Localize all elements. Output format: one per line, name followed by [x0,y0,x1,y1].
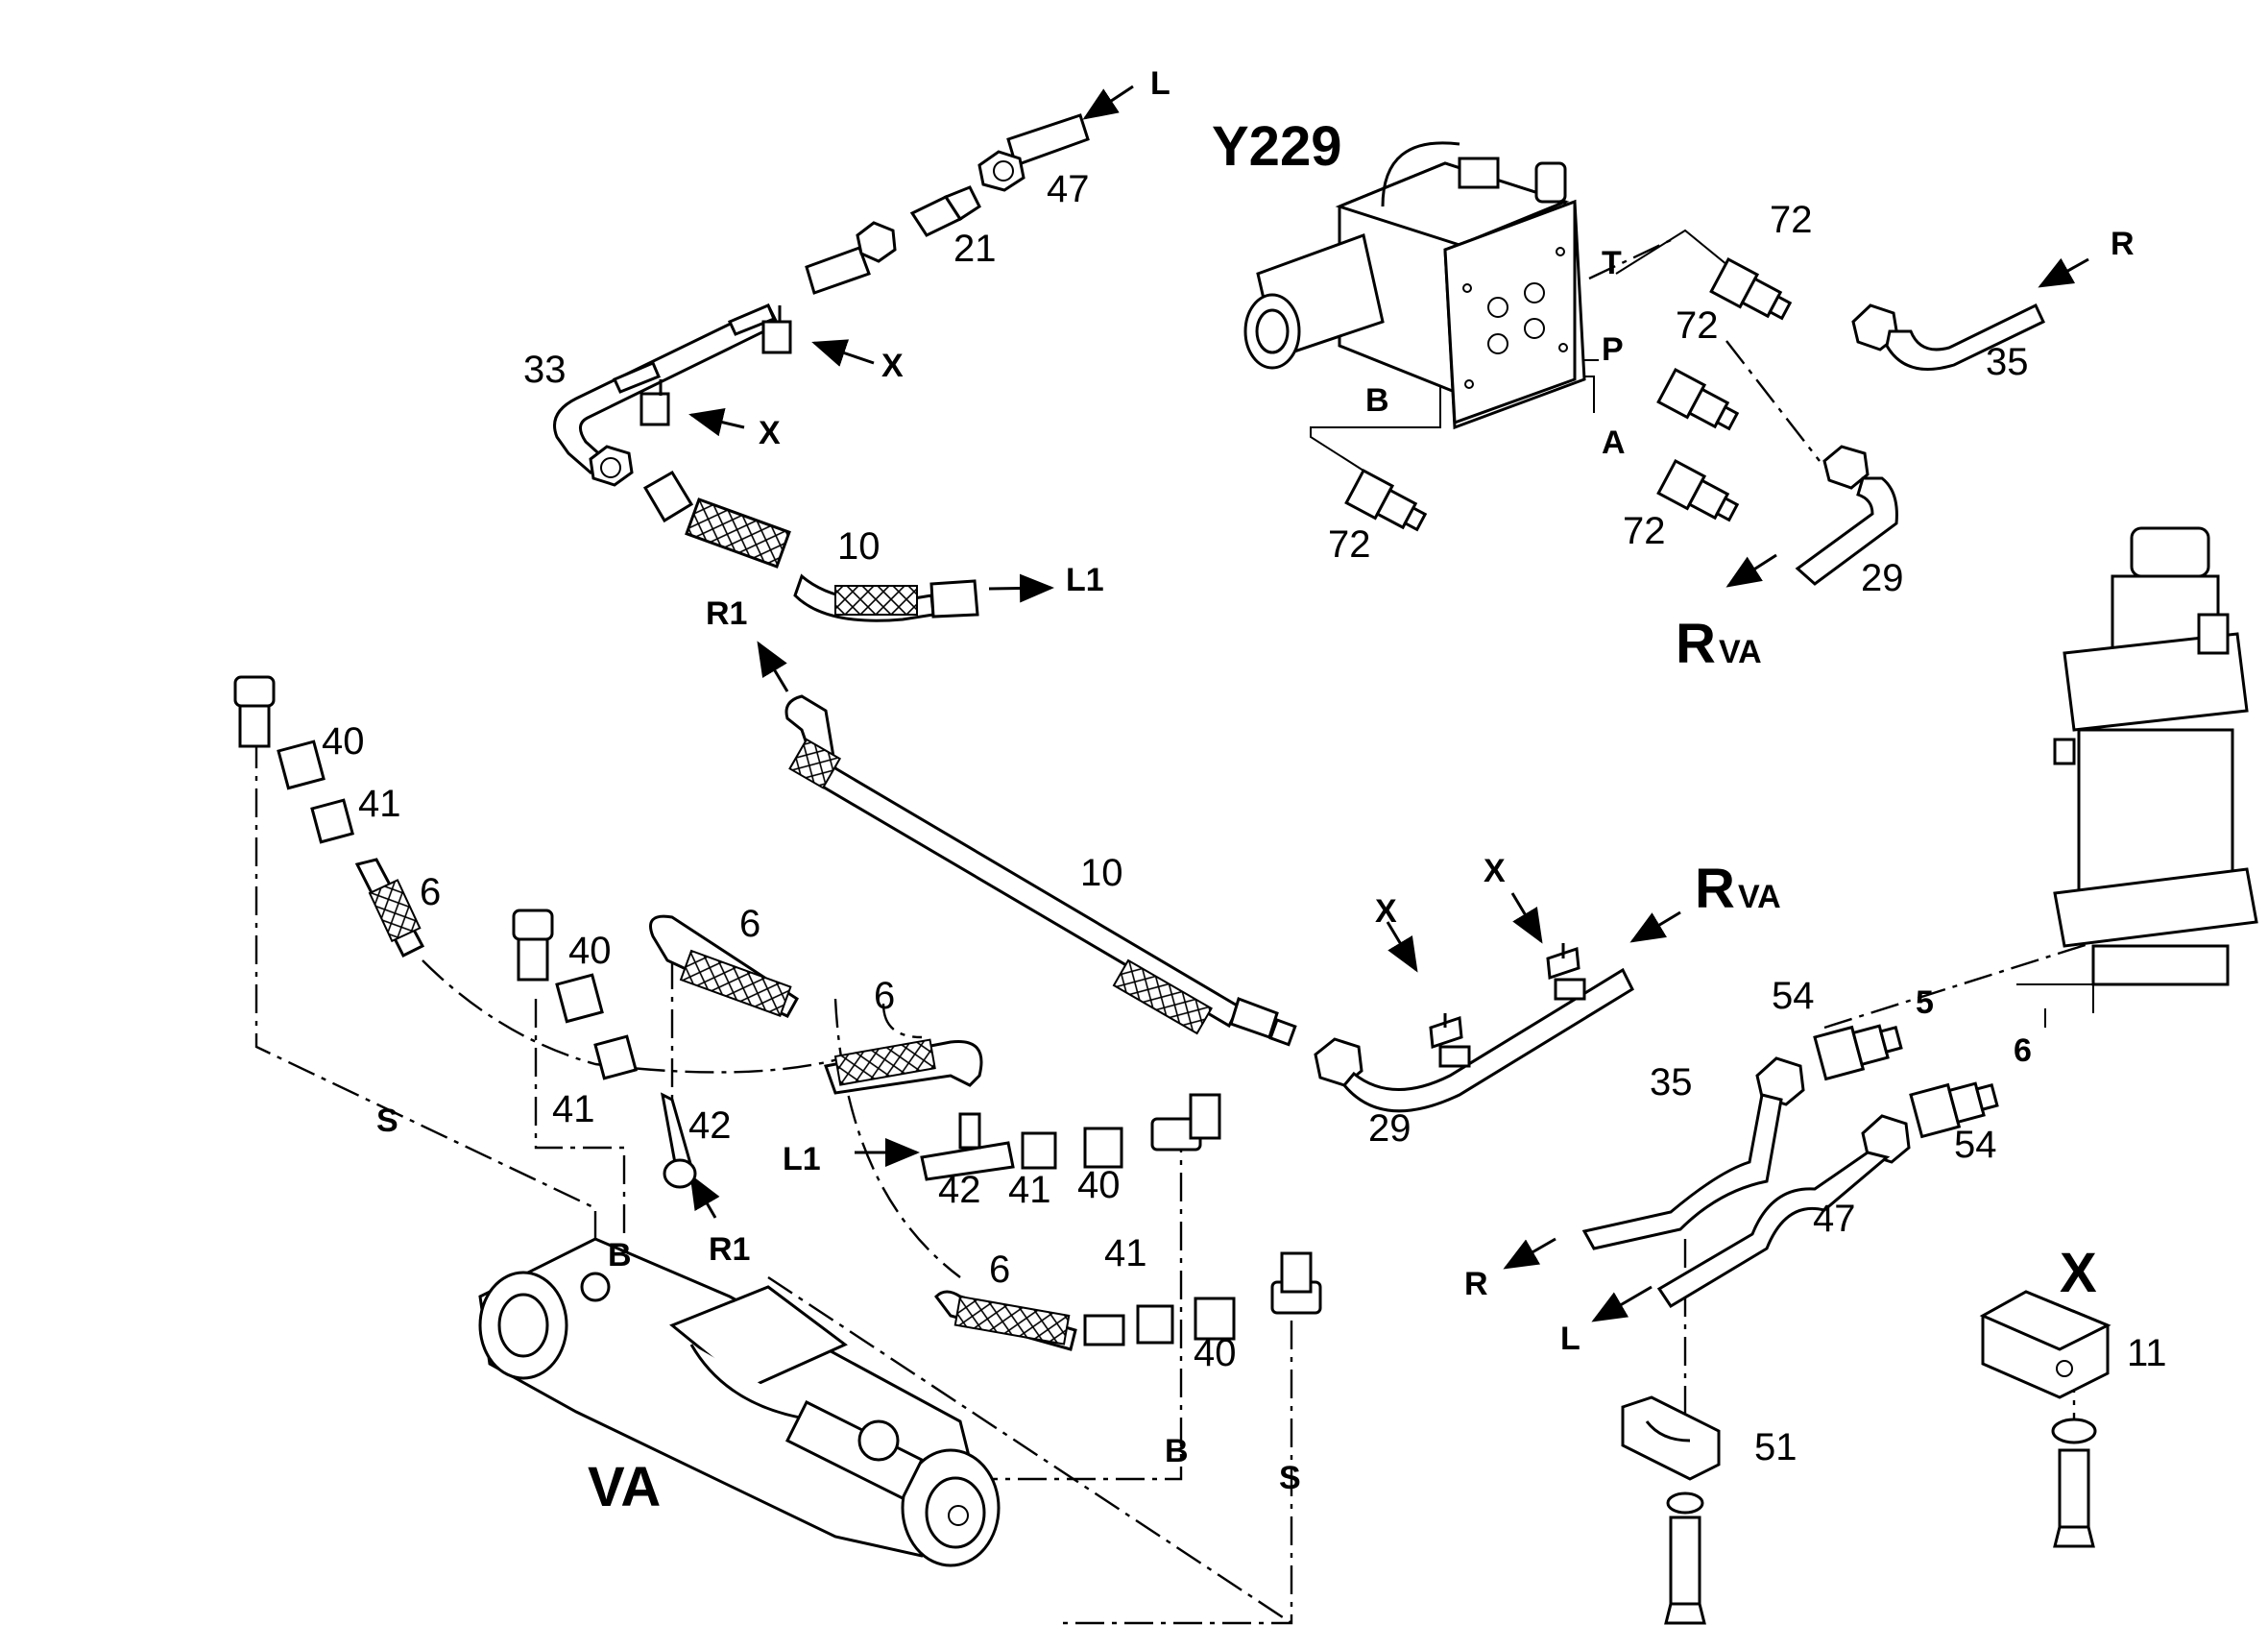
callout-42: 42 [938,1169,981,1211]
letter-L1: L1 [1066,562,1104,598]
callout-6: 6 [989,1249,1010,1291]
callout-41: 41 [358,783,401,825]
callout-35: 35 [1650,1061,1693,1103]
letter-S: S [376,1103,398,1139]
callout-10: 10 [837,525,881,568]
svg-text:VA: VA [1738,879,1781,915]
arrow-L-top [1082,85,1134,120]
letter-X: X [1375,893,1397,930]
svg-text:R: R [1695,858,1735,920]
callout-5: 5 [1916,984,1934,1021]
detail-X-label: X [2060,1242,2097,1304]
callout-72: 72 [1770,199,1813,241]
pipe-assembly-33 [553,113,1090,622]
arrow-R1-b [689,1174,720,1219]
callout-72: 72 [1676,304,1719,347]
callout-21: 21 [953,228,997,270]
flow-arrows [688,85,2089,1322]
letter-S: S [1279,1460,1301,1496]
callout-41: 41 [552,1088,595,1130]
callout-6: 6 [874,975,895,1017]
letter-R: R [2111,226,2135,262]
arrow-X-c [1386,921,1418,973]
hose-10-long [784,694,1297,1047]
letter-X: X [1484,853,1506,889]
callout-40: 40 [322,720,365,763]
callout-40: 40 [1194,1332,1237,1374]
arrow-R-bot [1503,1237,1556,1270]
callout-42: 42 [688,1104,732,1147]
port-A: A [1602,424,1626,461]
callout-6: 6 [2014,1032,2032,1069]
arrow-R-VA-b [1629,910,1681,943]
callout-33: 33 [523,349,567,391]
arrow-L1-a [988,573,1054,603]
callout-29: 29 [1861,557,1904,599]
clamp-51 [1621,1395,1721,1625]
letter-B: B [1165,1433,1189,1469]
port-B: B [1365,382,1389,419]
callout-51: 51 [1754,1426,1798,1468]
arrow-R1-a [757,641,789,692]
pipe-29-bottom [1314,943,1634,1113]
callout-6: 6 [420,871,441,913]
callout-6: 6 [739,903,760,945]
nut-47 [977,150,1025,192]
callout-35: 35 [1986,341,2029,383]
letter-R: R [1464,1266,1488,1302]
fittings-72 [1344,256,1793,532]
steering-unit [2053,526,2258,986]
arrow-L-bot [1591,1285,1653,1322]
callout-72: 72 [1623,510,1666,552]
valve-title: Y229 [1212,115,1341,178]
clip-x-a [639,392,670,426]
pipes-35-47 [1581,1024,1999,1309]
callout-10: 10 [1080,852,1123,894]
callout-54: 54 [1954,1124,1997,1166]
svg-text:VA: VA [1719,634,1762,670]
hose-fitting-10a [642,470,694,523]
front-axle-va [478,1237,1001,1567]
rva-label-mid: R VA [1695,858,1781,920]
clip-11 [1979,1290,2111,1548]
callout-29: 29 [1368,1107,1411,1150]
port-T: T [1602,245,1622,281]
pipe-29-top [1795,445,1898,586]
axle-label: VA [588,1456,661,1518]
callout-41: 41 [1008,1169,1051,1211]
tube-stub [805,246,871,295]
solenoid-valve-y229 [1243,141,1586,430]
letter-L1: L1 [783,1141,821,1177]
letter-B: B [608,1237,632,1273]
callout-40: 40 [1077,1164,1121,1206]
bent-pipe-33 [553,303,781,475]
arrow-X-a [811,339,875,367]
arrow-R-VA-a [1725,553,1777,588]
callout-41: 41 [1104,1232,1147,1274]
arrow-X-d [1510,892,1543,944]
letter-L: L [1560,1321,1580,1357]
port-P: P [1602,331,1624,368]
letter-X: X [881,348,904,384]
letter-X: X [759,415,781,451]
callout-47: 47 [1813,1198,1856,1240]
arrow-R-top [2038,257,2089,288]
callout-72: 72 [1328,523,1371,566]
letter-R1: R1 [709,1231,750,1268]
clip-x-b [761,320,792,354]
callout-54: 54 [1772,975,1815,1017]
rva-label-top: R VA [1676,613,1762,675]
arrow-X-b [688,407,745,437]
labels: Y229 VA R VA R VA 47 21 33 10 72 72 72 7… [322,65,2167,1518]
callout-11: 11 [2127,1332,2167,1374]
svg-text:R: R [1676,613,1716,675]
letter-R1: R1 [706,595,747,632]
pipe-35-top [1851,303,2045,371]
left-fittings-stack [233,675,1322,1351]
letter-L: L [1150,65,1170,102]
callout-40: 40 [568,930,612,972]
callout-47: 47 [1047,168,1090,210]
